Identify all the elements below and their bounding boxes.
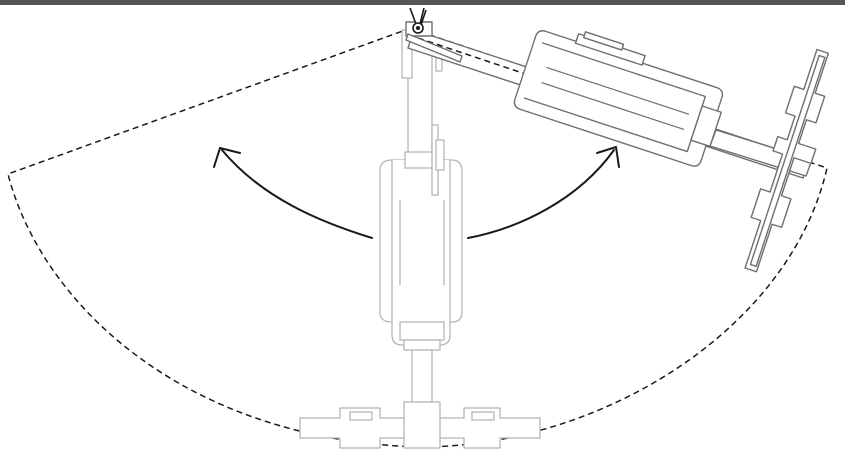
ghost-arm-vertical xyxy=(299,27,541,449)
pivot-clamp xyxy=(405,7,463,63)
arrow-right-icon xyxy=(467,146,620,239)
sweep-boundary-dashed xyxy=(7,27,828,448)
rotated-arm-assembly xyxy=(405,7,830,273)
top-mount-bar xyxy=(0,0,845,5)
arrow-left-icon xyxy=(213,147,373,239)
